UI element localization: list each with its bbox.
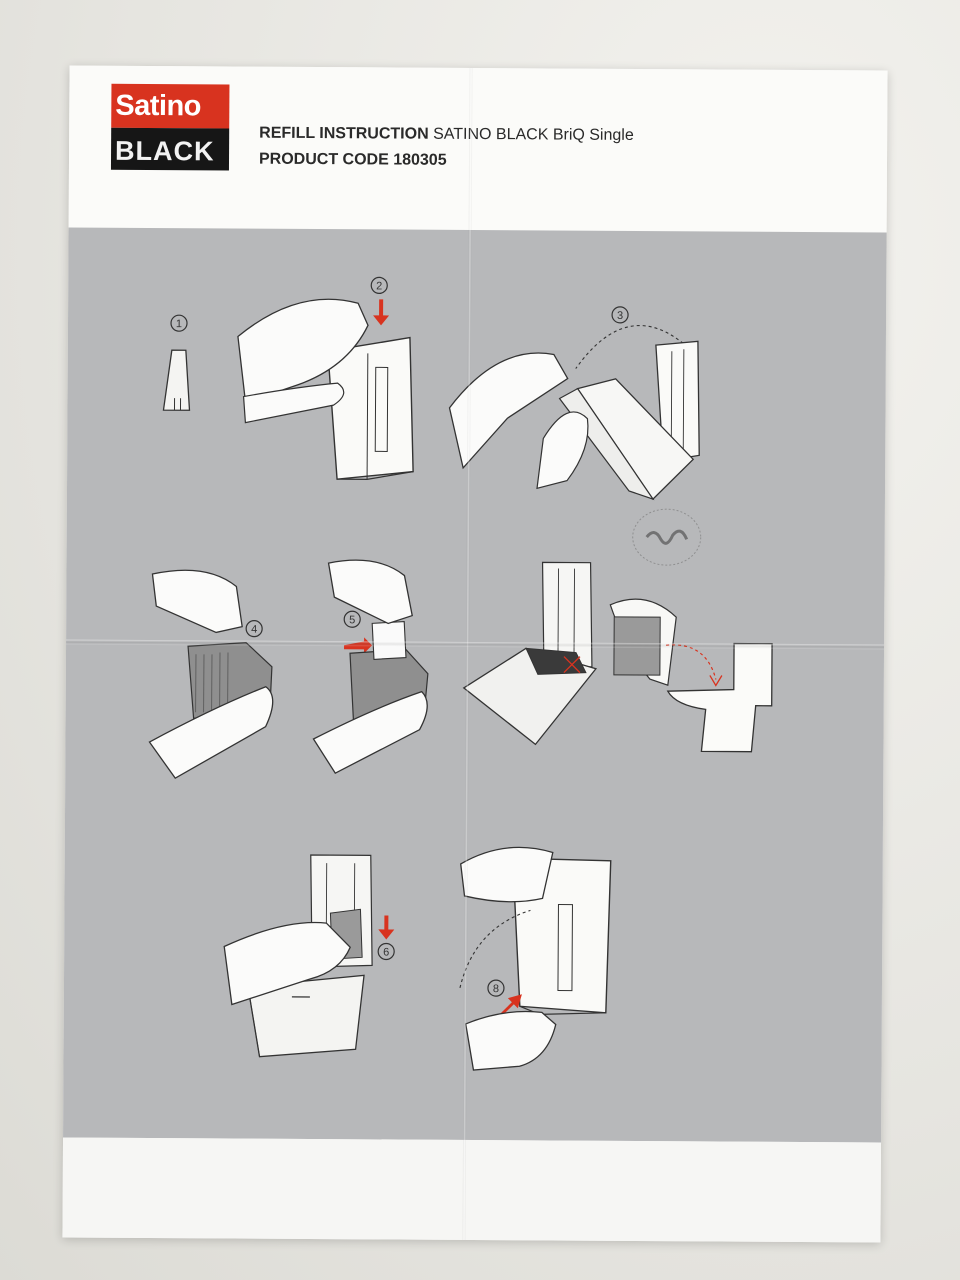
- instruction-illustrations: 1 2 3: [148, 276, 773, 1071]
- hand-icon: [460, 846, 554, 903]
- hand-icon: [327, 559, 413, 625]
- hand-icon: [465, 1010, 557, 1071]
- step-6-insert-refill: 6: [223, 854, 395, 1058]
- smudge-mark: [632, 508, 702, 566]
- step-dispose-old-refill: [462, 561, 773, 753]
- hand-icon: [448, 352, 569, 470]
- step-2-open-dispenser: 2: [237, 276, 414, 480]
- step-4-number: 4: [251, 624, 257, 636]
- toilet-icon: [666, 642, 773, 753]
- arrow-down-icon: [373, 299, 390, 326]
- hand-icon: [223, 921, 351, 1006]
- step-4-hold-refill: 4: [148, 569, 274, 780]
- hand-icon: [237, 298, 369, 404]
- step-1-circle: [170, 314, 188, 332]
- step-3-tilt-cover: 3: [448, 306, 700, 501]
- step-6-number: 6: [383, 946, 389, 958]
- step-8-number: 8: [493, 983, 499, 995]
- step-5-number: 5: [349, 614, 355, 626]
- step-1-number: 1: [176, 318, 182, 330]
- step-3-number: 3: [617, 310, 623, 322]
- key-icon: [162, 349, 191, 411]
- step-2-number: 2: [376, 280, 382, 292]
- step-1-key: 1: [162, 314, 191, 411]
- arrow-down-icon: [378, 915, 395, 940]
- instruction-sheet: Satino BLACK REFILL INSTRUCTION SATINO B…: [62, 65, 888, 1243]
- step-5-pull-sheet: 5: [312, 559, 429, 774]
- step-7-8-close-and-pull: 7 8: [459, 846, 612, 1071]
- hand-icon: [151, 569, 243, 634]
